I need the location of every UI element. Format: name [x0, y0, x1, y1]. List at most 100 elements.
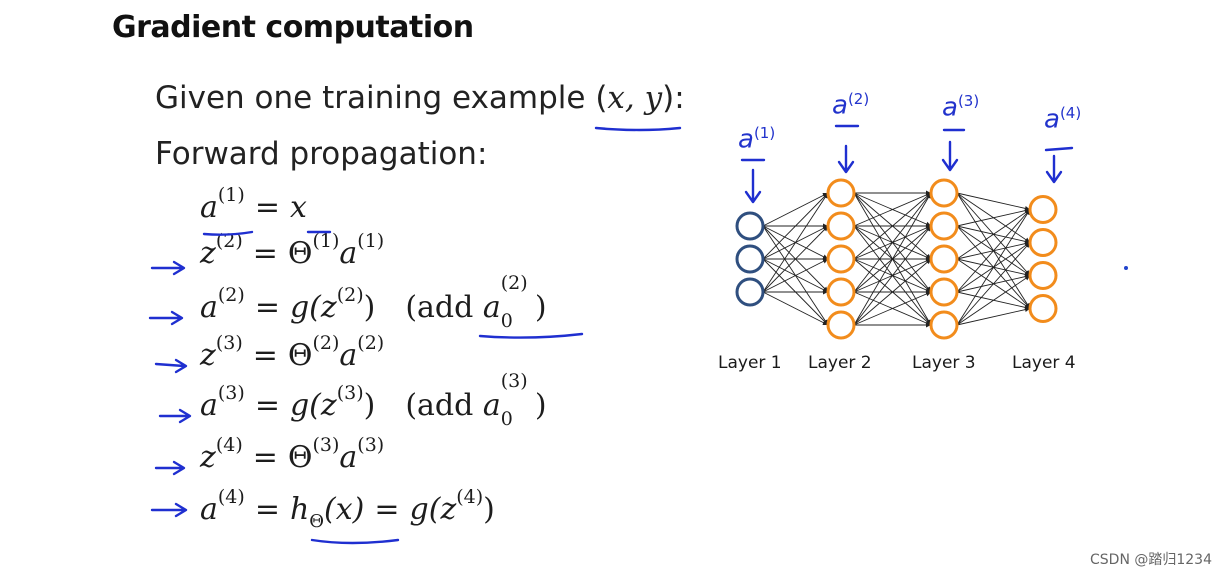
eq5-equals: =: [254, 388, 280, 423]
node-layer1-1: [735, 211, 765, 241]
equation-a4: a(4)=hΘ(x)=g(z(4)): [200, 488, 495, 533]
node-layer3-5: [929, 310, 959, 340]
eq5-lhs: a: [200, 388, 218, 423]
eq3-note-sub: 0: [500, 310, 513, 332]
edge-l2-3-l3-1: [853, 192, 932, 260]
node-layer4-3: [1028, 261, 1058, 290]
hand-a1: a: [738, 124, 754, 155]
hand-a2-sup: (2): [847, 90, 870, 108]
node-layer4-1: [1028, 195, 1058, 224]
eq2-rhs-sup: (1): [357, 230, 385, 252]
edge-arrowhead: [823, 289, 828, 295]
edge-l3-5-l4-1: [956, 209, 1031, 326]
edge-l1-1-l2-1: [762, 192, 829, 227]
given-vars: x, y: [607, 80, 663, 116]
equation-a1: a(1)=x: [200, 186, 307, 226]
eq1-rhs: x: [289, 190, 307, 225]
eq2-equals: =: [252, 236, 278, 271]
layer-label-3: Layer 3: [912, 353, 976, 373]
edge-l1-3-l2-3: [762, 258, 829, 293]
edge-arrowhead: [926, 322, 931, 328]
arrow-eq7: [150, 502, 188, 518]
hand-a4-sup: (4): [1059, 104, 1082, 122]
arrow-eq5: [158, 408, 192, 424]
eq7-equals: =: [254, 492, 280, 527]
eq7-h: h: [289, 492, 310, 527]
eq4-equals: =: [252, 338, 278, 373]
eq3-z: z: [320, 290, 337, 325]
hand-label-a2: a(2): [832, 90, 869, 121]
node-layer1-3: [735, 277, 765, 307]
edge-l2-5-l3-2: [853, 225, 932, 326]
hand-a4: a: [1044, 104, 1060, 135]
node-layer2-5: [826, 310, 856, 340]
node-layer2-3: [826, 244, 856, 274]
eq5-z-sup: (3): [336, 382, 364, 404]
stray-dot: [1124, 266, 1128, 270]
arrow-eq4: [154, 358, 188, 374]
eq3-z-sup: (2): [336, 284, 364, 306]
edge-l3-4-l4-1: [956, 209, 1031, 293]
eq5-lhs-sup: (3): [217, 382, 245, 404]
eq5-close: ): [363, 388, 376, 423]
eq4-theta-sup: (2): [312, 332, 340, 354]
eq5-note-close: ): [534, 388, 547, 423]
layer-label-4: Layer 4: [1012, 353, 1076, 373]
edge-l2-5-l3-1: [853, 192, 932, 326]
eq3-note-close: ): [534, 290, 547, 325]
eq2-lhs-sup: (2): [215, 230, 243, 252]
node-layer3-2: [929, 211, 959, 241]
eq7-hx: (x): [324, 492, 365, 527]
forward-line: Forward propagation:: [155, 136, 487, 172]
edge-l3-5-l4-2: [956, 242, 1031, 326]
arrow-eq6: [154, 460, 186, 476]
eq2-rhs: a: [339, 236, 358, 271]
eq5-note-var: a: [482, 388, 501, 423]
given-close: ):: [662, 80, 685, 116]
arrow-eq3: [148, 310, 184, 326]
eq7-close: ): [483, 492, 495, 527]
arrow-eq2: [150, 260, 186, 276]
eq3-note-sup: (2): [500, 272, 528, 294]
eq7-z: z: [440, 492, 457, 527]
node-layer2-4: [826, 277, 856, 307]
hand-a1-sup: (1): [753, 124, 776, 142]
edge-l2-5-l3-4: [853, 291, 932, 326]
given-text: Given one training example (: [155, 80, 608, 116]
node-layer3-4: [929, 277, 959, 307]
eq5-g: g(: [289, 388, 321, 423]
eq3-lhs-sup: (2): [217, 284, 245, 306]
eq5-note-sub: 0: [500, 408, 513, 430]
eq7-lhs-sup: (4): [217, 486, 245, 508]
eq6-theta: Θ: [287, 440, 313, 475]
eq7-lhs: a: [200, 492, 218, 527]
eq4-rhs-sup: (2): [357, 332, 385, 354]
hand-label-a1: a(1): [738, 124, 775, 155]
forward-text: Forward propagation:: [155, 136, 488, 172]
equation-a2: a(2)=g(z(2))(add a0(2)): [200, 272, 547, 332]
edge-l1-3-l2-1: [762, 192, 829, 293]
eq3-equals: =: [254, 290, 280, 325]
eq3-note-open: (add: [405, 290, 483, 325]
hand-a3-sup: (3): [957, 92, 980, 110]
eq1-lhs-sup: (1): [217, 184, 245, 206]
eq7-h-sub: Θ: [309, 511, 325, 532]
slide-title: Gradient computation: [112, 10, 474, 45]
watermark: CSDN @踏归1234: [1090, 552, 1212, 568]
eq4-lhs: z: [200, 338, 216, 373]
eq5-note-sup: (3): [500, 370, 528, 392]
eq3-note-script: 0 (2): [501, 272, 528, 332]
eq2-theta: Θ: [287, 236, 313, 271]
underline-xy: [594, 126, 682, 132]
underline-add-a0: [478, 332, 584, 339]
eq6-equals: =: [252, 440, 278, 475]
edge-l1-3-l2-2: [762, 225, 829, 293]
eq2-lhs: z: [200, 236, 216, 271]
node-layer3-3: [929, 244, 959, 274]
node-layer3-1: [929, 178, 959, 208]
edge-l2-5-l3-3: [853, 258, 932, 326]
node-layer2-2: [826, 211, 856, 241]
eq7-equals-2: =: [374, 492, 400, 527]
eq3-g: g(: [289, 290, 321, 325]
eq5-z: z: [320, 388, 337, 423]
